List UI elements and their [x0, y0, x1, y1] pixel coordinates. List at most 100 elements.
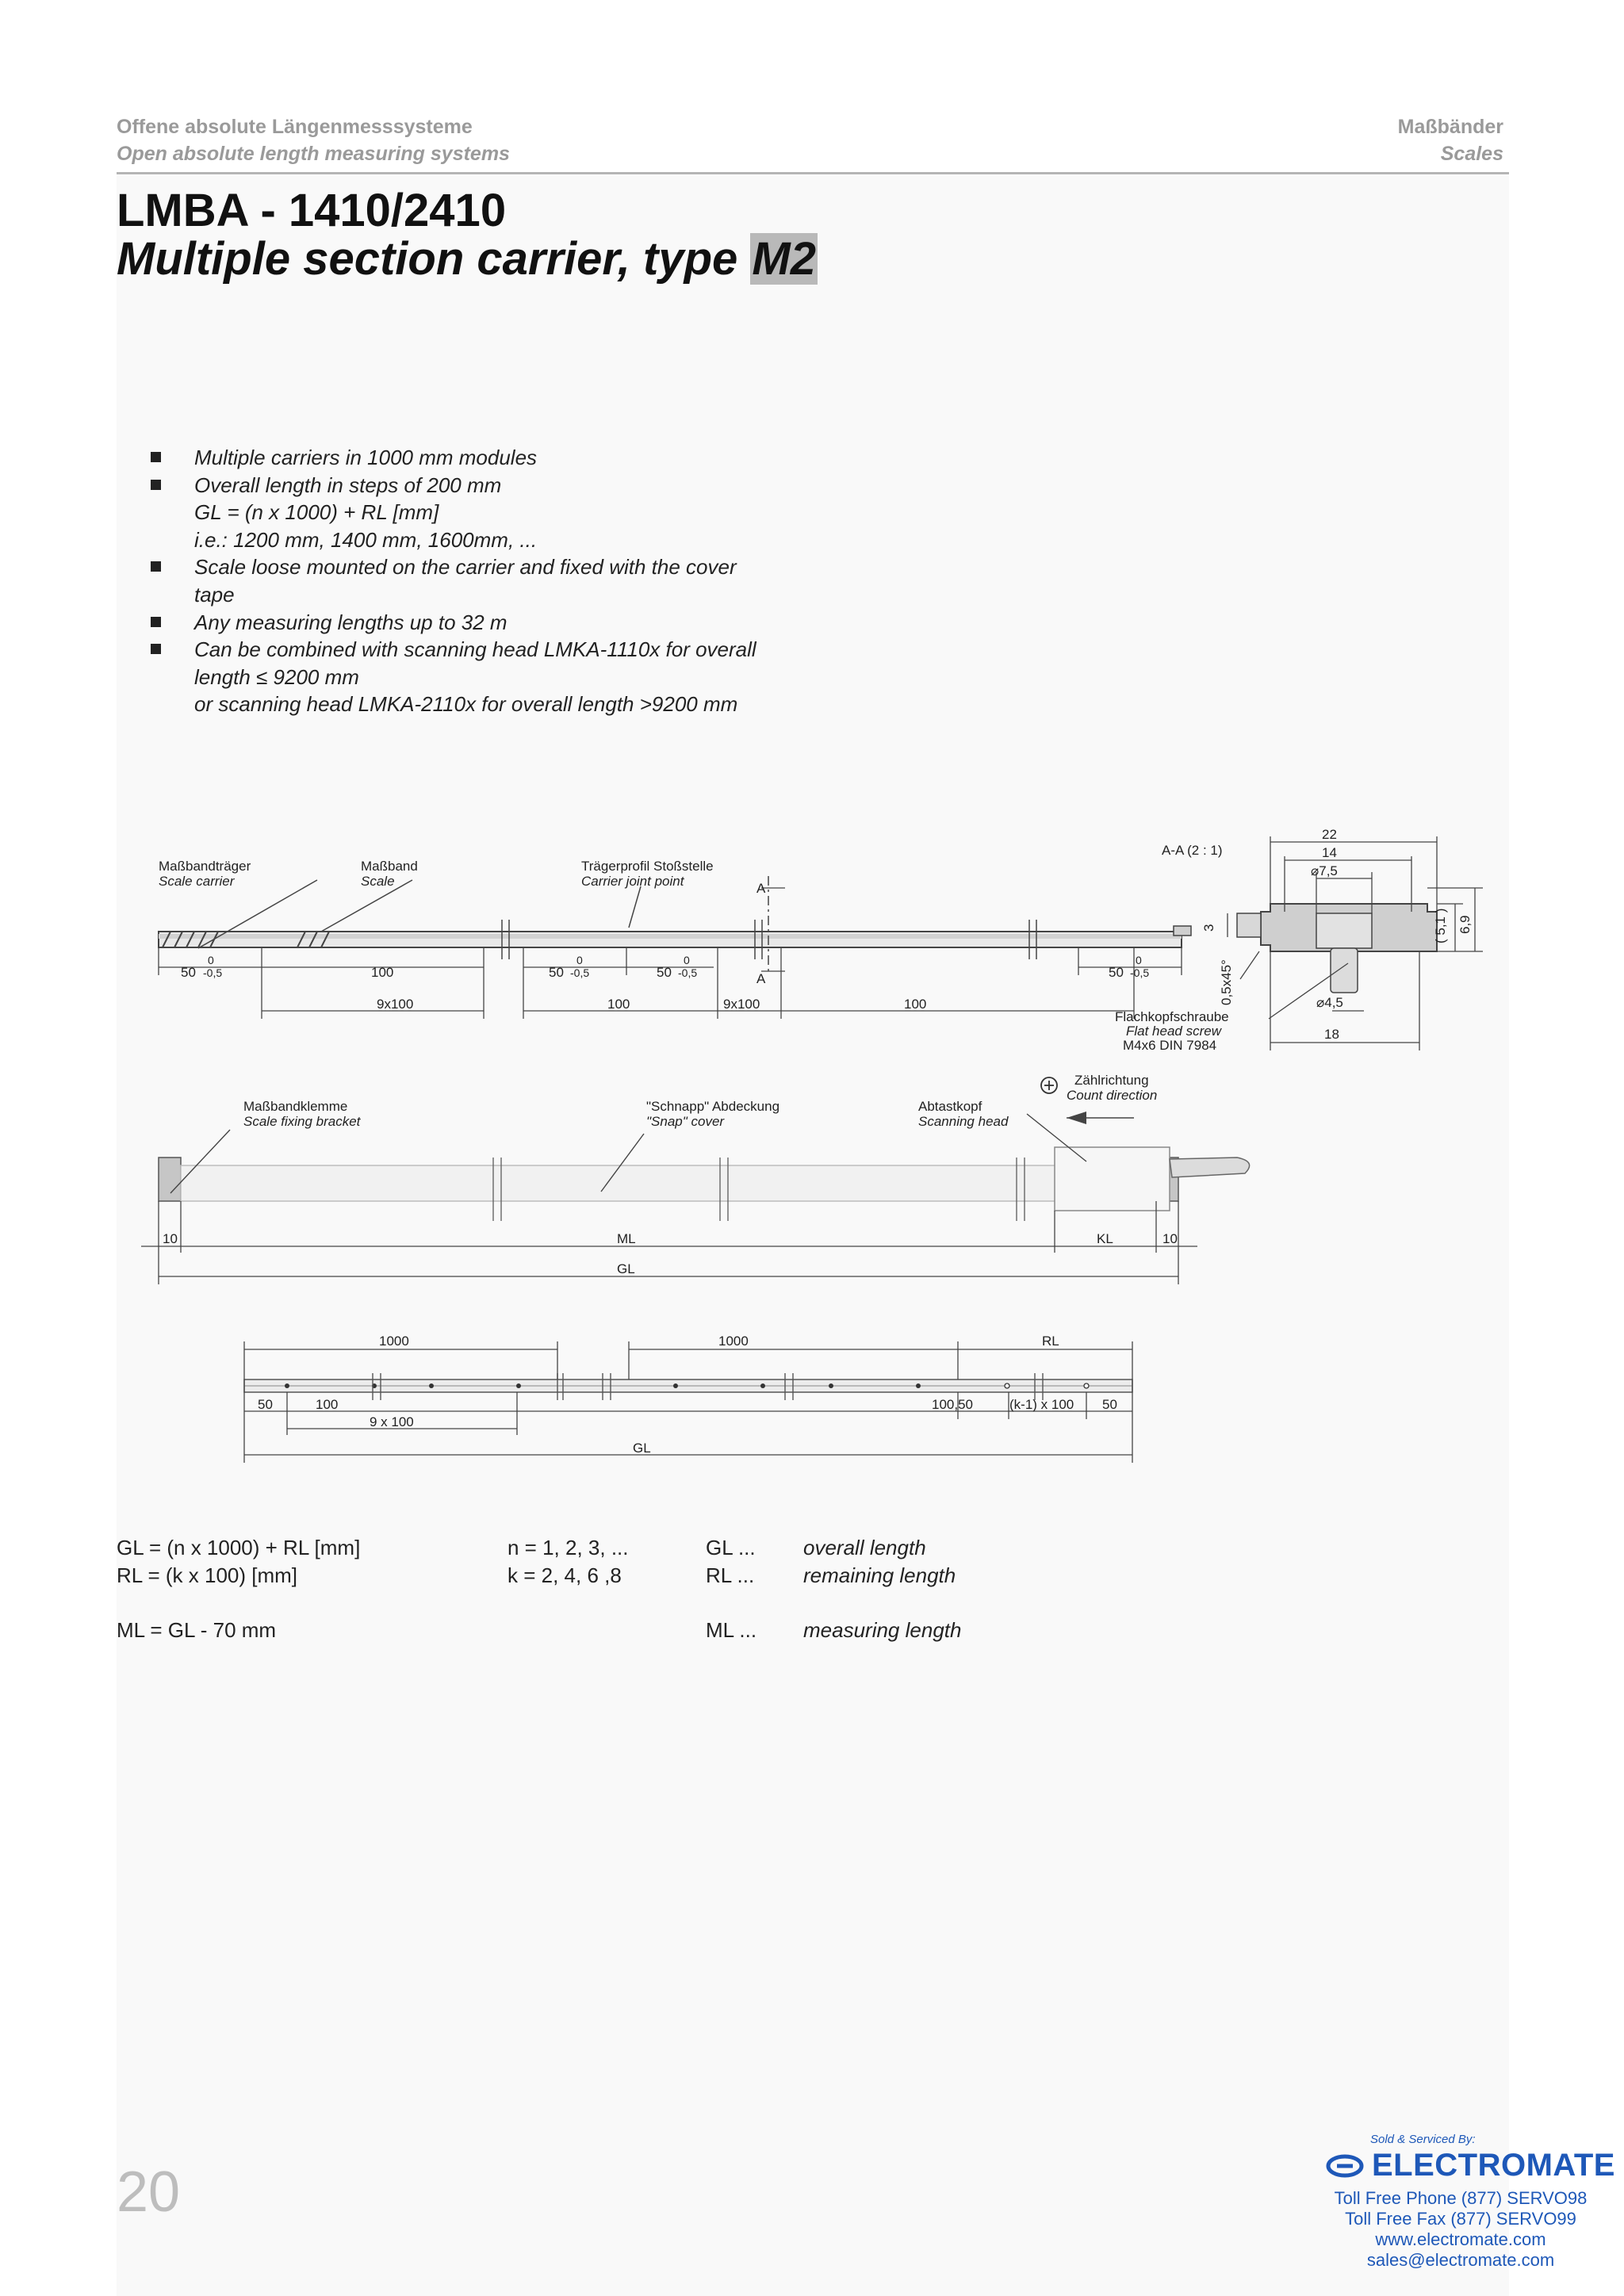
leader-carrier — [197, 879, 318, 949]
dim-1000: 1000 — [718, 1334, 749, 1349]
variable-n: n = 1, 2, 3, ... — [508, 1536, 629, 1559]
dim-9x100: 9 x 100 — [370, 1414, 414, 1429]
label-scale-de: Maßband — [361, 859, 418, 874]
email-link[interactable]: sales@electromate.com — [1366, 2250, 1555, 2270]
phone-line: Toll Free Phone (877) SERVO98 — [1334, 2188, 1588, 2208]
section-dimension-lines — [1227, 836, 1483, 1050]
dim-9x100: 9x100 — [377, 997, 413, 1012]
header-rule — [117, 172, 1509, 174]
distributor-badge: Sold & Serviced By: ELECTROMATE Toll Fre… — [1326, 2133, 1614, 2271]
header-right-de: Maßbänder — [1397, 116, 1503, 138]
tolerance-upper: 0 — [1136, 954, 1142, 966]
page-number: 20 — [117, 2160, 181, 2224]
feature-line: Can be combined with scanning head LMKA-… — [194, 637, 756, 662]
header-left-en: Open absolute length measuring systems — [117, 143, 510, 165]
dim-kl: KL — [1097, 1231, 1113, 1246]
feature-item: Scale loose mounted on the carrier and f… — [151, 553, 864, 608]
electromate-logo-icon — [1326, 2154, 1364, 2177]
header-right-en: Scales — [1440, 143, 1503, 165]
assembly-break-lines — [492, 1158, 1025, 1221]
dim-100-50: 100,50 — [932, 1397, 973, 1412]
dim-50: 50 — [657, 965, 672, 980]
formula-ml: ML = GL - 70 mm — [117, 1617, 277, 1642]
dim-50: 50 — [549, 965, 564, 980]
dim-100: 100 — [904, 997, 926, 1012]
bullet-icon — [151, 452, 161, 462]
web-link[interactable]: www.electromate.com — [1375, 2229, 1546, 2249]
plus-icon — [1040, 1077, 1058, 1094]
dim-50-left: 50 — [258, 1397, 273, 1412]
bullet-icon — [151, 616, 161, 627]
label-scale-en: Scale — [361, 874, 395, 889]
dim-10-right: 10 — [1162, 1231, 1178, 1246]
leader-scale — [320, 879, 413, 932]
label-joint-de: Trägerprofil Stoßstelle — [581, 859, 714, 874]
cover-label-de: "Schnapp" Abdeckung — [646, 1099, 779, 1114]
end-stop — [1173, 925, 1192, 936]
dim-100: 100 — [316, 1397, 338, 1412]
bracket-label-en: Scale fixing bracket — [243, 1114, 362, 1129]
feature-item: Any measuring lengths up to 32 m — [151, 609, 864, 637]
break-lines — [501, 920, 1037, 959]
tolerance-lower: -0,5 — [678, 966, 697, 979]
page-panel — [117, 176, 1509, 2296]
dim-100: 100 — [371, 965, 393, 980]
cover-label-en: "Snap" cover — [646, 1114, 725, 1129]
drawing-section-a-a: A-A (2 : 1) 22 14 ⌀7,5 ⌀4,5 18 3 ( 5,1 )… — [1115, 827, 1483, 1053]
scheme-break-lines — [372, 1373, 1044, 1400]
meaning-ml: measuring length — [803, 1617, 962, 1642]
technical-drawing: Maßbandträger Scale carrier Maßband Scal… — [141, 827, 1483, 1463]
bullet-icon — [151, 644, 161, 655]
leader-joint — [628, 886, 642, 928]
screw-label-de: Flachkopfschraube — [1115, 1009, 1229, 1024]
dim-22: 22 — [1322, 827, 1337, 842]
feature-line: Multiple carriers in 1000 mm modules — [194, 446, 538, 469]
dim-diameter-4-5: ⌀4,5 — [1316, 995, 1343, 1010]
drawing-length-scheme: 1000 1000 RL 50 100 9 x 100 100,50 (k-1)… — [243, 1334, 1133, 1463]
meaning-gl: overall length — [803, 1536, 926, 1559]
dim-100: 100 — [607, 997, 630, 1012]
feature-item: Multiple carriers in 1000 mm modules — [151, 444, 864, 472]
fax-line: Toll Free Fax (877) SERVO99 — [1345, 2209, 1576, 2229]
drawing-assembly-view: Maßbandklemme Scale fixing bracket "Schn… — [141, 1073, 1251, 1284]
assembly-dimension-lines — [141, 1201, 1197, 1284]
formula-spacer — [706, 1589, 756, 1617]
dim-18: 18 — [1324, 1027, 1339, 1042]
feature-line: tape — [194, 582, 235, 607]
dim-diameter-7-5: ⌀7,5 — [1311, 863, 1338, 878]
scheme-dimension-lines — [243, 1341, 1133, 1463]
dim-9x100: 9x100 — [723, 997, 760, 1012]
page-subtitle: Multiple section carrier, type M2 — [117, 232, 818, 285]
snap-cover — [180, 1165, 1157, 1202]
dim-rl: RL — [1042, 1334, 1059, 1349]
scanning-head — [1054, 1146, 1170, 1211]
drawing-top-view: Maßbandträger Scale carrier Maßband Scal… — [158, 859, 1192, 1019]
section-title: A-A (2 : 1) — [1162, 843, 1223, 858]
feature-line: Any measuring lengths up to 32 m — [194, 610, 508, 634]
abbrev-ml: ML ... — [706, 1617, 757, 1642]
variable-k: k = 2, 4, 6 ,8 — [508, 1563, 622, 1587]
tolerance-upper: 0 — [208, 954, 214, 966]
dim-ml: ML — [617, 1231, 636, 1246]
subtitle-text: Multiple section carrier, type — [117, 233, 751, 285]
tolerance-lower: -0,5 — [570, 966, 589, 979]
feature-line: or scanning head LMKA-2110x for overall … — [194, 692, 738, 717]
formula-col-meaning: overall length remaining length measurin… — [803, 1534, 961, 1644]
count-direction-arrow — [1067, 1112, 1086, 1124]
dim-chamfer: 0,5x45° — [1219, 959, 1234, 1005]
formula-spacer — [803, 1589, 961, 1617]
feature-line: length ≤ 9200 mm — [194, 664, 359, 689]
dim-5-1: ( 5,1 ) — [1433, 909, 1448, 943]
dim-1000: 1000 — [379, 1334, 409, 1349]
label-joint-en: Carrier joint point — [581, 874, 685, 889]
abbrev-gl: GL ... — [706, 1536, 756, 1559]
tolerance-upper: 0 — [576, 954, 583, 966]
tolerance-upper: 0 — [684, 954, 690, 966]
label-carrier-de: Maßbandträger — [159, 859, 251, 874]
dim-50: 50 — [1109, 965, 1124, 980]
head-cable — [1169, 1157, 1251, 1178]
section-marker-top: A — [756, 881, 766, 896]
dim-gl: GL — [633, 1441, 651, 1456]
meaning-rl: remaining length — [803, 1563, 956, 1587]
brand-logo: ELECTROMATE — [1326, 2148, 1615, 2183]
